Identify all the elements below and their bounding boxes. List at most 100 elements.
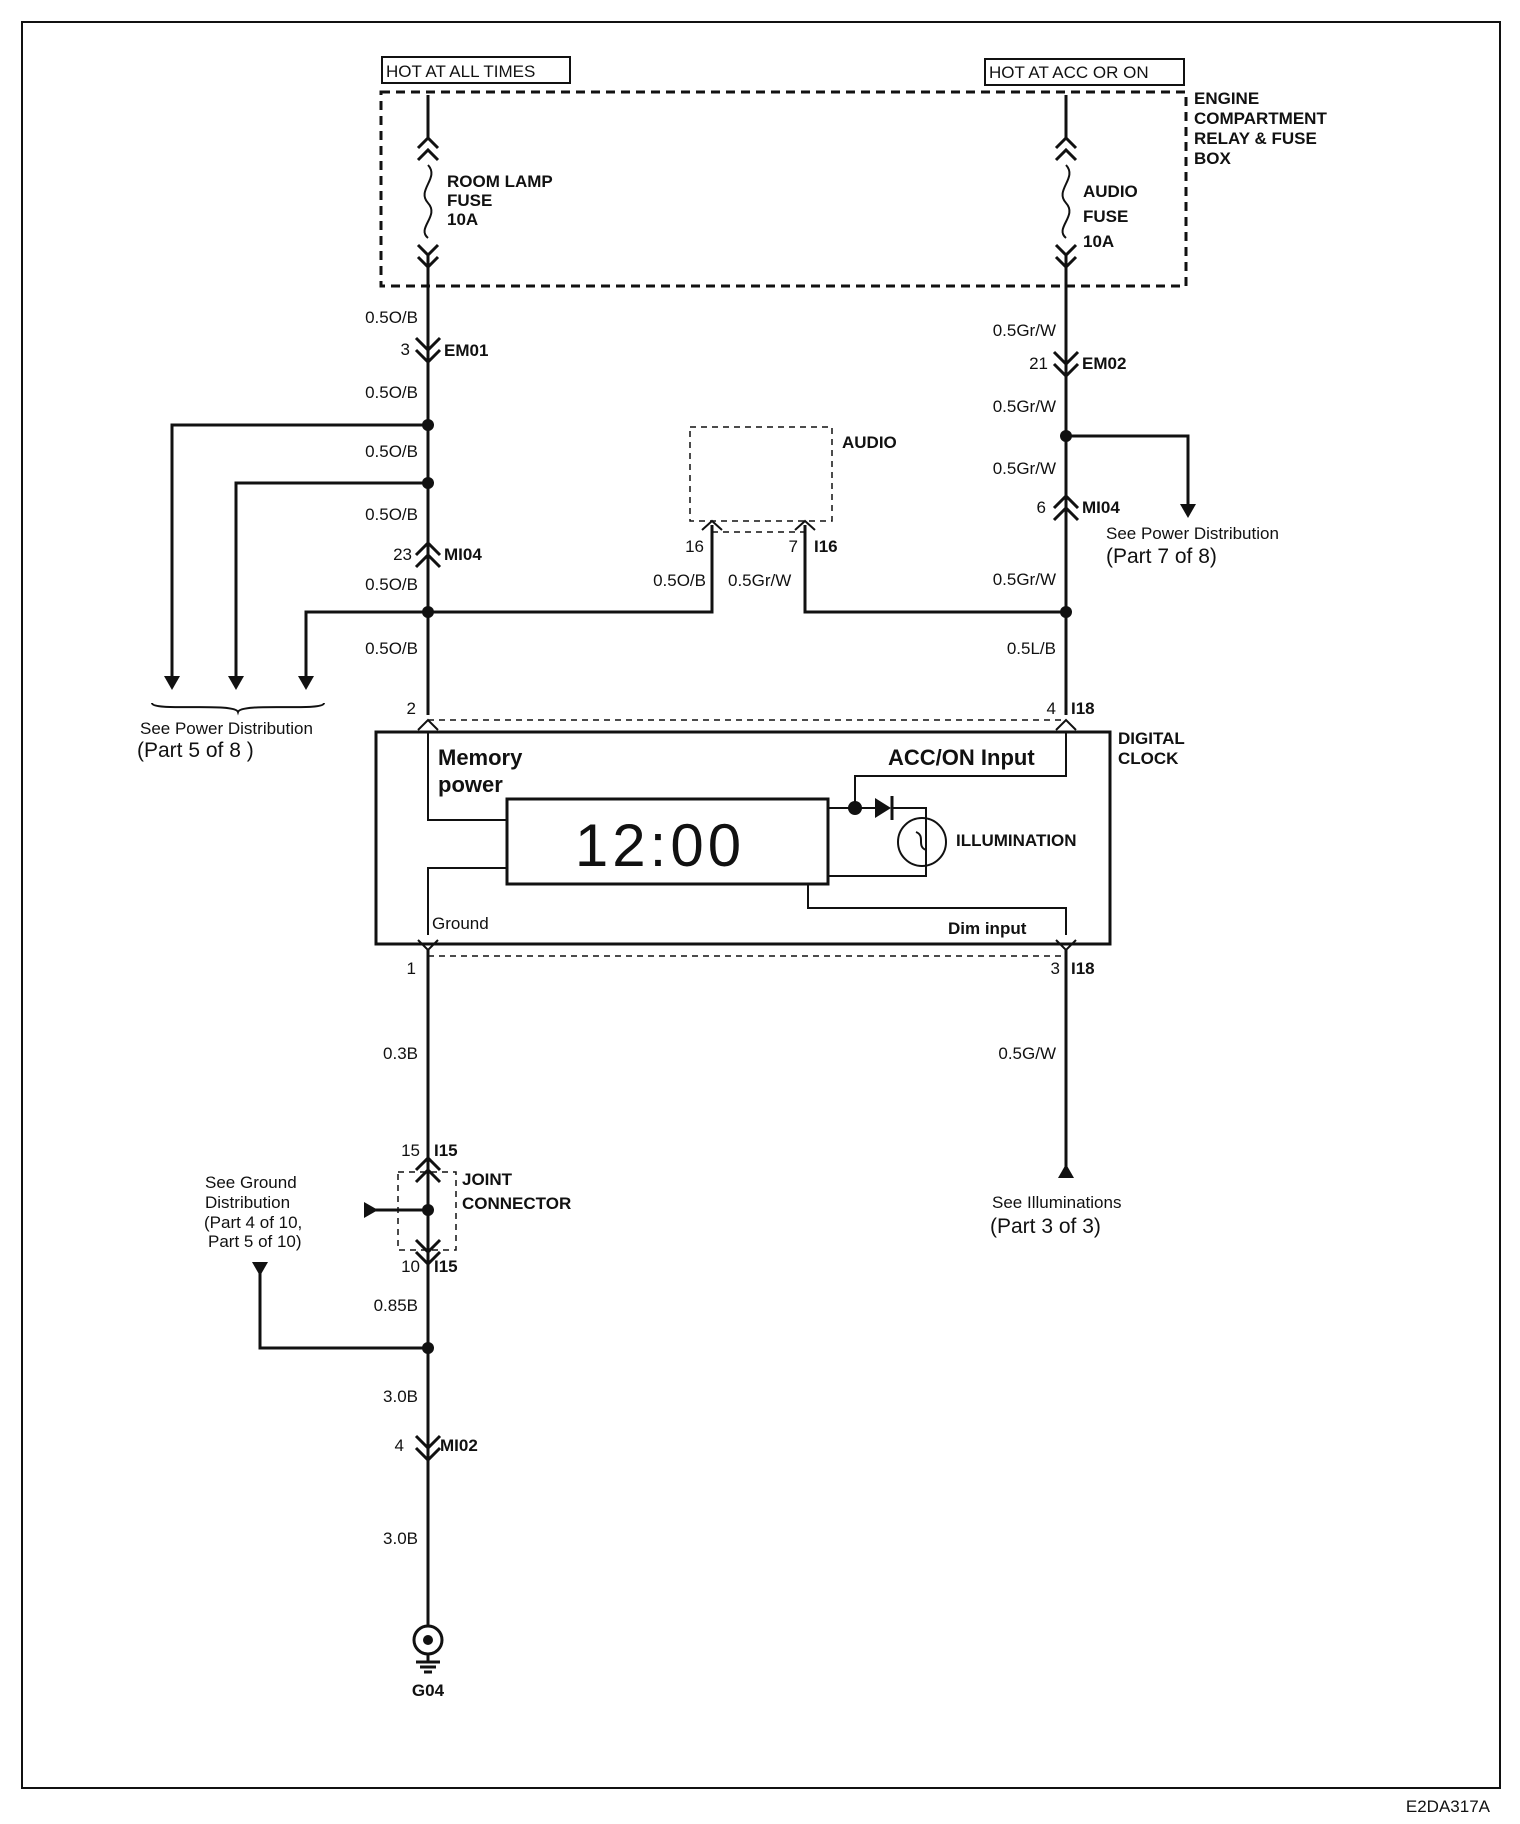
left-branch-wires (151, 423, 428, 716)
svg-text:7: 7 (789, 537, 798, 556)
svg-text:(Part 7 of 8): (Part 7 of 8) (1106, 545, 1217, 568)
lower-right-labels: 3 I18 0.5G/W See Illuminations (Part 3 o… (990, 959, 1121, 1238)
svg-text:Distribution: Distribution (205, 1193, 290, 1212)
svg-text:power: power (438, 772, 503, 797)
audio-fuse: AUDIO FUSE 10A (1054, 95, 1138, 286)
svg-text:AUDIO: AUDIO (1083, 182, 1138, 201)
clock-display-text: 12:00 (575, 812, 745, 879)
hot-at-all-times-label: HOT AT ALL TIMES (381, 56, 571, 84)
svg-text:3.0B: 3.0B (383, 1387, 418, 1406)
clock-body (374, 730, 1112, 946)
svg-text:FUSE: FUSE (447, 191, 492, 210)
svg-text:I18: I18 (1071, 699, 1095, 718)
room-lamp-fuse: ROOM LAMP FUSE 10A (416, 95, 553, 286)
svg-text:I16: I16 (814, 537, 838, 556)
audio-wire-ob (428, 525, 714, 614)
svg-text:0.5Gr/W: 0.5Gr/W (993, 459, 1056, 478)
connector-em02 (1052, 350, 1080, 379)
svg-text:CONNECTOR: CONNECTOR (462, 1194, 571, 1213)
fuse-box-label: ENGINE COMPARTMENT RELAY & FUSE BOX (1194, 89, 1327, 168)
svg-text:0.85B: 0.85B (374, 1296, 418, 1315)
right-wire-labels: 0.5Gr/W 21 EM02 0.5Gr/W 0.5Gr/W 6 MI04 0… (993, 321, 1127, 718)
svg-text:MI04: MI04 (444, 545, 482, 564)
hot-at-acc-or-on-label: HOT AT ACC OR ON (984, 58, 1185, 86)
svg-text:Memory: Memory (438, 745, 523, 770)
svg-text:10A: 10A (1083, 232, 1114, 251)
svg-text:See Power Distribution: See Power Distribution (1106, 524, 1279, 543)
svg-text:DIGITAL: DIGITAL (1118, 729, 1185, 748)
svg-text:RELAY & FUSE: RELAY & FUSE (1194, 129, 1317, 148)
clock-display (505, 797, 830, 886)
svg-text:JOINT: JOINT (462, 1170, 513, 1189)
connector-i16: 16 7 I16 (685, 519, 838, 556)
svg-text:(Part 3 of 3): (Part 3 of 3) (990, 1215, 1101, 1238)
svg-text:1: 1 (407, 959, 416, 978)
svg-text:6: 6 (1037, 498, 1046, 517)
svg-text:10A: 10A (447, 210, 478, 229)
svg-text:4: 4 (395, 1436, 404, 1455)
svg-text:See Power Distribution: See Power Distribution (140, 719, 313, 738)
svg-text:0.5O/B: 0.5O/B (365, 383, 418, 402)
svg-text:0.5O/B: 0.5O/B (365, 308, 418, 327)
audio-unit-outline (689, 426, 833, 522)
audio-wire-a-label: 0.5O/B (653, 571, 706, 590)
digital-clock: DIGITAL CLOCK Memory power ACC/ON Input … (374, 718, 1185, 957)
svg-text:23: 23 (393, 545, 412, 564)
figure-code: E2DA317A (1406, 1797, 1491, 1816)
audio-wire-grw (803, 525, 1066, 614)
svg-text:Dim input: Dim input (948, 919, 1027, 938)
svg-text:21: 21 (1029, 354, 1048, 373)
svg-text:16: 16 (685, 537, 704, 556)
svg-text:MI04: MI04 (1082, 498, 1120, 517)
joint-connector (364, 1155, 457, 1267)
power-distribution-left-label: See Power Distribution (Part 5 of 8 ) (137, 719, 313, 762)
svg-text:ENGINE: ENGINE (1194, 89, 1259, 108)
svg-text:0.5G/W: 0.5G/W (998, 1044, 1056, 1063)
right-branch-wire (1066, 434, 1196, 518)
connector-em01 (414, 336, 442, 365)
svg-text:(Part 5 of 8 ): (Part 5 of 8 ) (137, 739, 254, 762)
ground-distribution-branch (252, 1262, 434, 1354)
svg-text:See Ground: See Ground (205, 1173, 297, 1192)
svg-text:See Illuminations: See Illuminations (992, 1193, 1121, 1212)
svg-text:EM01: EM01 (444, 341, 488, 360)
lower-left-labels: 1 0.3B 15 I15 JOINT CONNECTOR 10 I15 0.8… (374, 959, 572, 1700)
svg-text:I15: I15 (434, 1257, 458, 1276)
svg-text:FUSE: FUSE (1083, 207, 1128, 226)
svg-text:BOX: BOX (1194, 149, 1232, 168)
svg-text:4: 4 (1047, 699, 1056, 718)
connector-mi04-left (414, 540, 442, 569)
connector-mi04-right (1052, 493, 1080, 522)
power-distribution-right-label: See Power Distribution (Part 7 of 8) (1106, 524, 1279, 568)
svg-text:0.5Gr/W: 0.5Gr/W (993, 321, 1056, 340)
svg-text:2: 2 (407, 699, 416, 718)
illumination-arrow (1058, 1164, 1074, 1178)
svg-text:ROOM LAMP: ROOM LAMP (447, 172, 553, 191)
splice-right-2 (1060, 606, 1072, 618)
ground-g04-icon (412, 1624, 444, 1674)
svg-text:Ground: Ground (432, 914, 489, 933)
svg-text:0.5O/B: 0.5O/B (365, 639, 418, 658)
diagram-frame (21, 21, 1501, 1789)
connector-mi02 (414, 1434, 442, 1463)
svg-text:0.5Gr/W: 0.5Gr/W (993, 397, 1056, 416)
svg-text:CLOCK: CLOCK (1118, 749, 1179, 768)
svg-text:ILLUMINATION: ILLUMINATION (956, 831, 1077, 850)
svg-text:15: 15 (401, 1141, 420, 1160)
left-wire-labels: 0.5O/B 3 EM01 0.5O/B 0.5O/B 0.5O/B 23 MI… (365, 308, 488, 718)
svg-text:HOT AT ALL TIMES: HOT AT ALL TIMES (386, 62, 535, 81)
svg-text:HOT AT ACC OR ON: HOT AT ACC OR ON (989, 63, 1149, 82)
svg-text:COMPARTMENT: COMPARTMENT (1194, 109, 1327, 128)
svg-text:MI02: MI02 (440, 1436, 478, 1455)
svg-text:0.5Gr/W: 0.5Gr/W (993, 570, 1056, 589)
audio-label: AUDIO (842, 433, 897, 452)
audio-wire-b-label: 0.5Gr/W (728, 571, 791, 590)
svg-text:0.5O/B: 0.5O/B (365, 575, 418, 594)
svg-text:0.5O/B: 0.5O/B (365, 442, 418, 461)
svg-text:I15: I15 (434, 1141, 458, 1160)
svg-text:I18: I18 (1071, 959, 1095, 978)
svg-text:3: 3 (1051, 959, 1060, 978)
svg-text:0.5L/B: 0.5L/B (1007, 639, 1056, 658)
svg-text:0.3B: 0.3B (383, 1044, 418, 1063)
